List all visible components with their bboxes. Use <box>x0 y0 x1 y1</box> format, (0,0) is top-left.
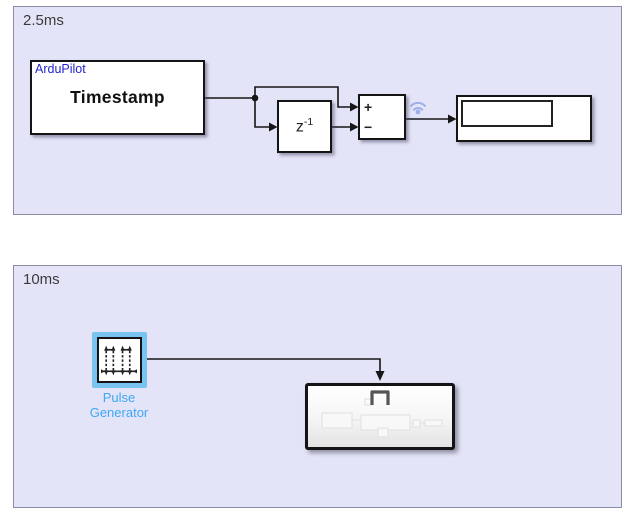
ghost-diagram <box>321 412 443 438</box>
subsystem-preview <box>321 390 443 438</box>
region-label: 10ms <box>23 271 60 288</box>
display-value <box>461 100 553 127</box>
pulse-generator-block[interactable] <box>92 332 147 388</box>
pulse-glyph-icon <box>370 390 390 405</box>
display-block[interactable] <box>456 95 592 142</box>
library-link-label[interactable]: ArduPilot <box>35 62 86 76</box>
unit-delay-block[interactable]: z-1 <box>277 100 332 153</box>
pulse-train-icon <box>101 345 137 376</box>
timestamp-block-title: Timestamp <box>70 87 165 107</box>
pulse-generator-label[interactable]: Pulse Generator <box>89 390 149 420</box>
subsystem-block[interactable] <box>305 383 455 450</box>
sum-plus-sign: + <box>364 99 373 115</box>
sum-minus-sign: − <box>364 119 373 135</box>
pulse-generator-body[interactable] <box>97 337 142 383</box>
region-label: 2.5ms <box>23 12 64 29</box>
subtract-block[interactable]: + − <box>358 94 406 140</box>
timestamp-block[interactable]: ArduPilot Timestamp <box>30 60 205 135</box>
unit-delay-label: z-1 <box>295 116 314 136</box>
